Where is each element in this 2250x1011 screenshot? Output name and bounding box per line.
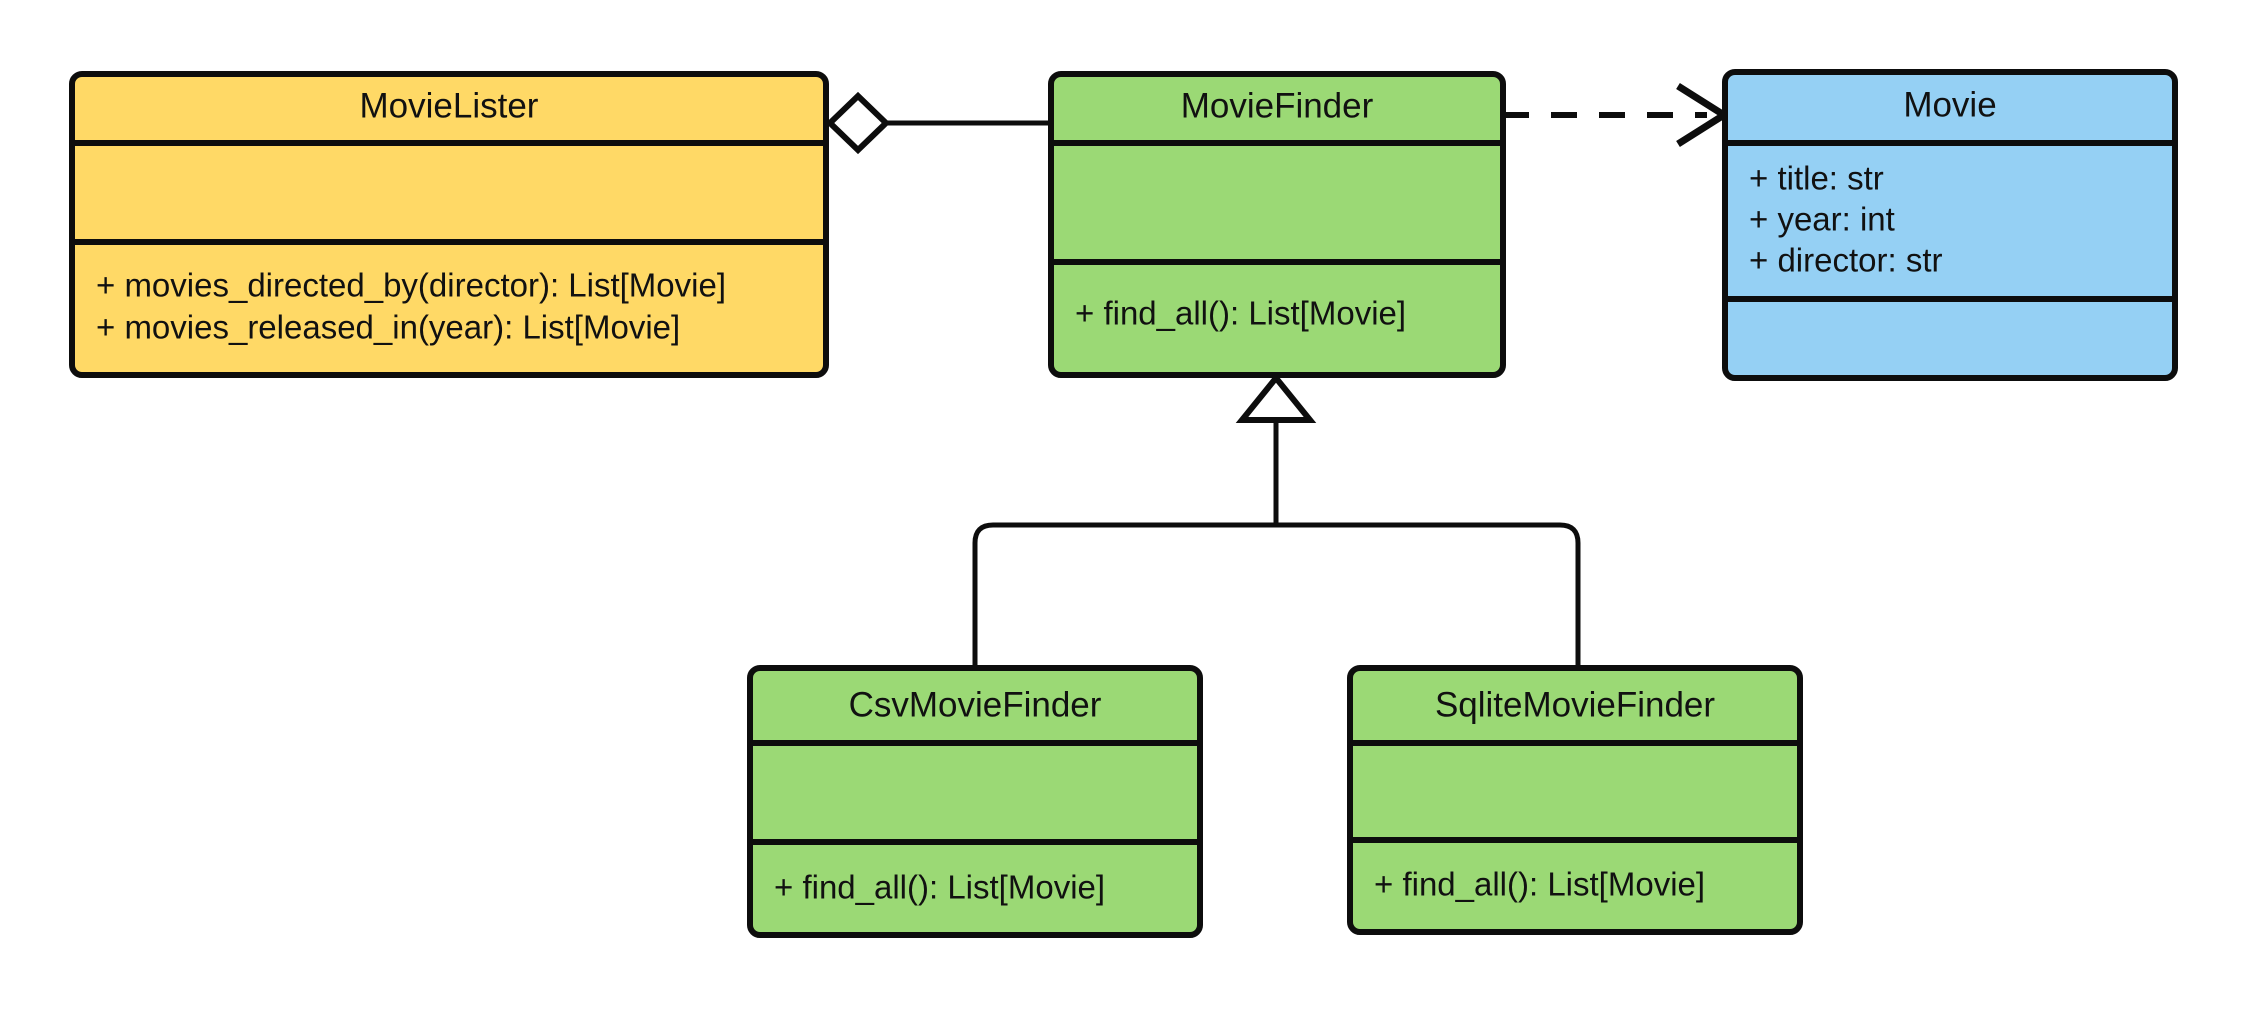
sqlite-movie-finder-body[interactable] <box>1347 665 1803 935</box>
generalization-branch-sqlite <box>1276 522 1581 668</box>
movie-lister-title: MovieLister <box>360 86 539 125</box>
csv-movie-finder-title: CsvMovieFinder <box>849 685 1102 724</box>
sqlite-movie-finder-method-0: + find_all(): List[Movie] <box>1374 866 1705 903</box>
hollow-diamond-marker <box>825 91 891 155</box>
class-box-movie-finder[interactable]: MovieFinder + find_all(): List[Movie] <box>1048 71 1506 378</box>
movie-attribute-0: + title: str <box>1749 160 1884 197</box>
hollow-triangle-marker <box>1235 373 1317 423</box>
class-box-movie-lister[interactable]: MovieLister + movies_directed_by(directo… <box>69 71 829 378</box>
generalization-branch-csv <box>972 522 1276 668</box>
movie-title: Movie <box>1903 85 1996 124</box>
movie-finder-method-0: + find_all(): List[Movie] <box>1075 295 1406 332</box>
edge-dependency-finder-movie <box>1503 83 1731 147</box>
class-box-sqlite-movie-finder[interactable]: SqliteMovieFinder + find_all(): List[Mov… <box>1347 665 1803 935</box>
movie-lister-method-0: + movies_directed_by(director): List[Mov… <box>96 267 726 304</box>
class-box-movie[interactable]: Movie + title: str + year: int + directo… <box>1722 69 2178 381</box>
movie-lister-method-1: + movies_released_in(year): List[Movie] <box>96 309 680 346</box>
csv-movie-finder-body[interactable] <box>747 665 1203 938</box>
edge-generalization-subclasses <box>972 373 1581 668</box>
class-box-csv-movie-finder[interactable]: CsvMovieFinder + find_all(): List[Movie] <box>747 665 1203 938</box>
movie-lister-body[interactable] <box>69 71 829 378</box>
movie-finder-title: MovieFinder <box>1181 86 1374 125</box>
movie-finder-body[interactable] <box>1048 71 1506 378</box>
csv-movie-finder-method-0: + find_all(): List[Movie] <box>774 869 1105 906</box>
movie-attribute-1: + year: int <box>1749 201 1895 238</box>
movie-attribute-2: + director: str <box>1749 242 1942 279</box>
sqlite-movie-finder-title: SqliteMovieFinder <box>1435 685 1715 724</box>
edge-aggregation-lister-finder <box>825 91 1051 155</box>
